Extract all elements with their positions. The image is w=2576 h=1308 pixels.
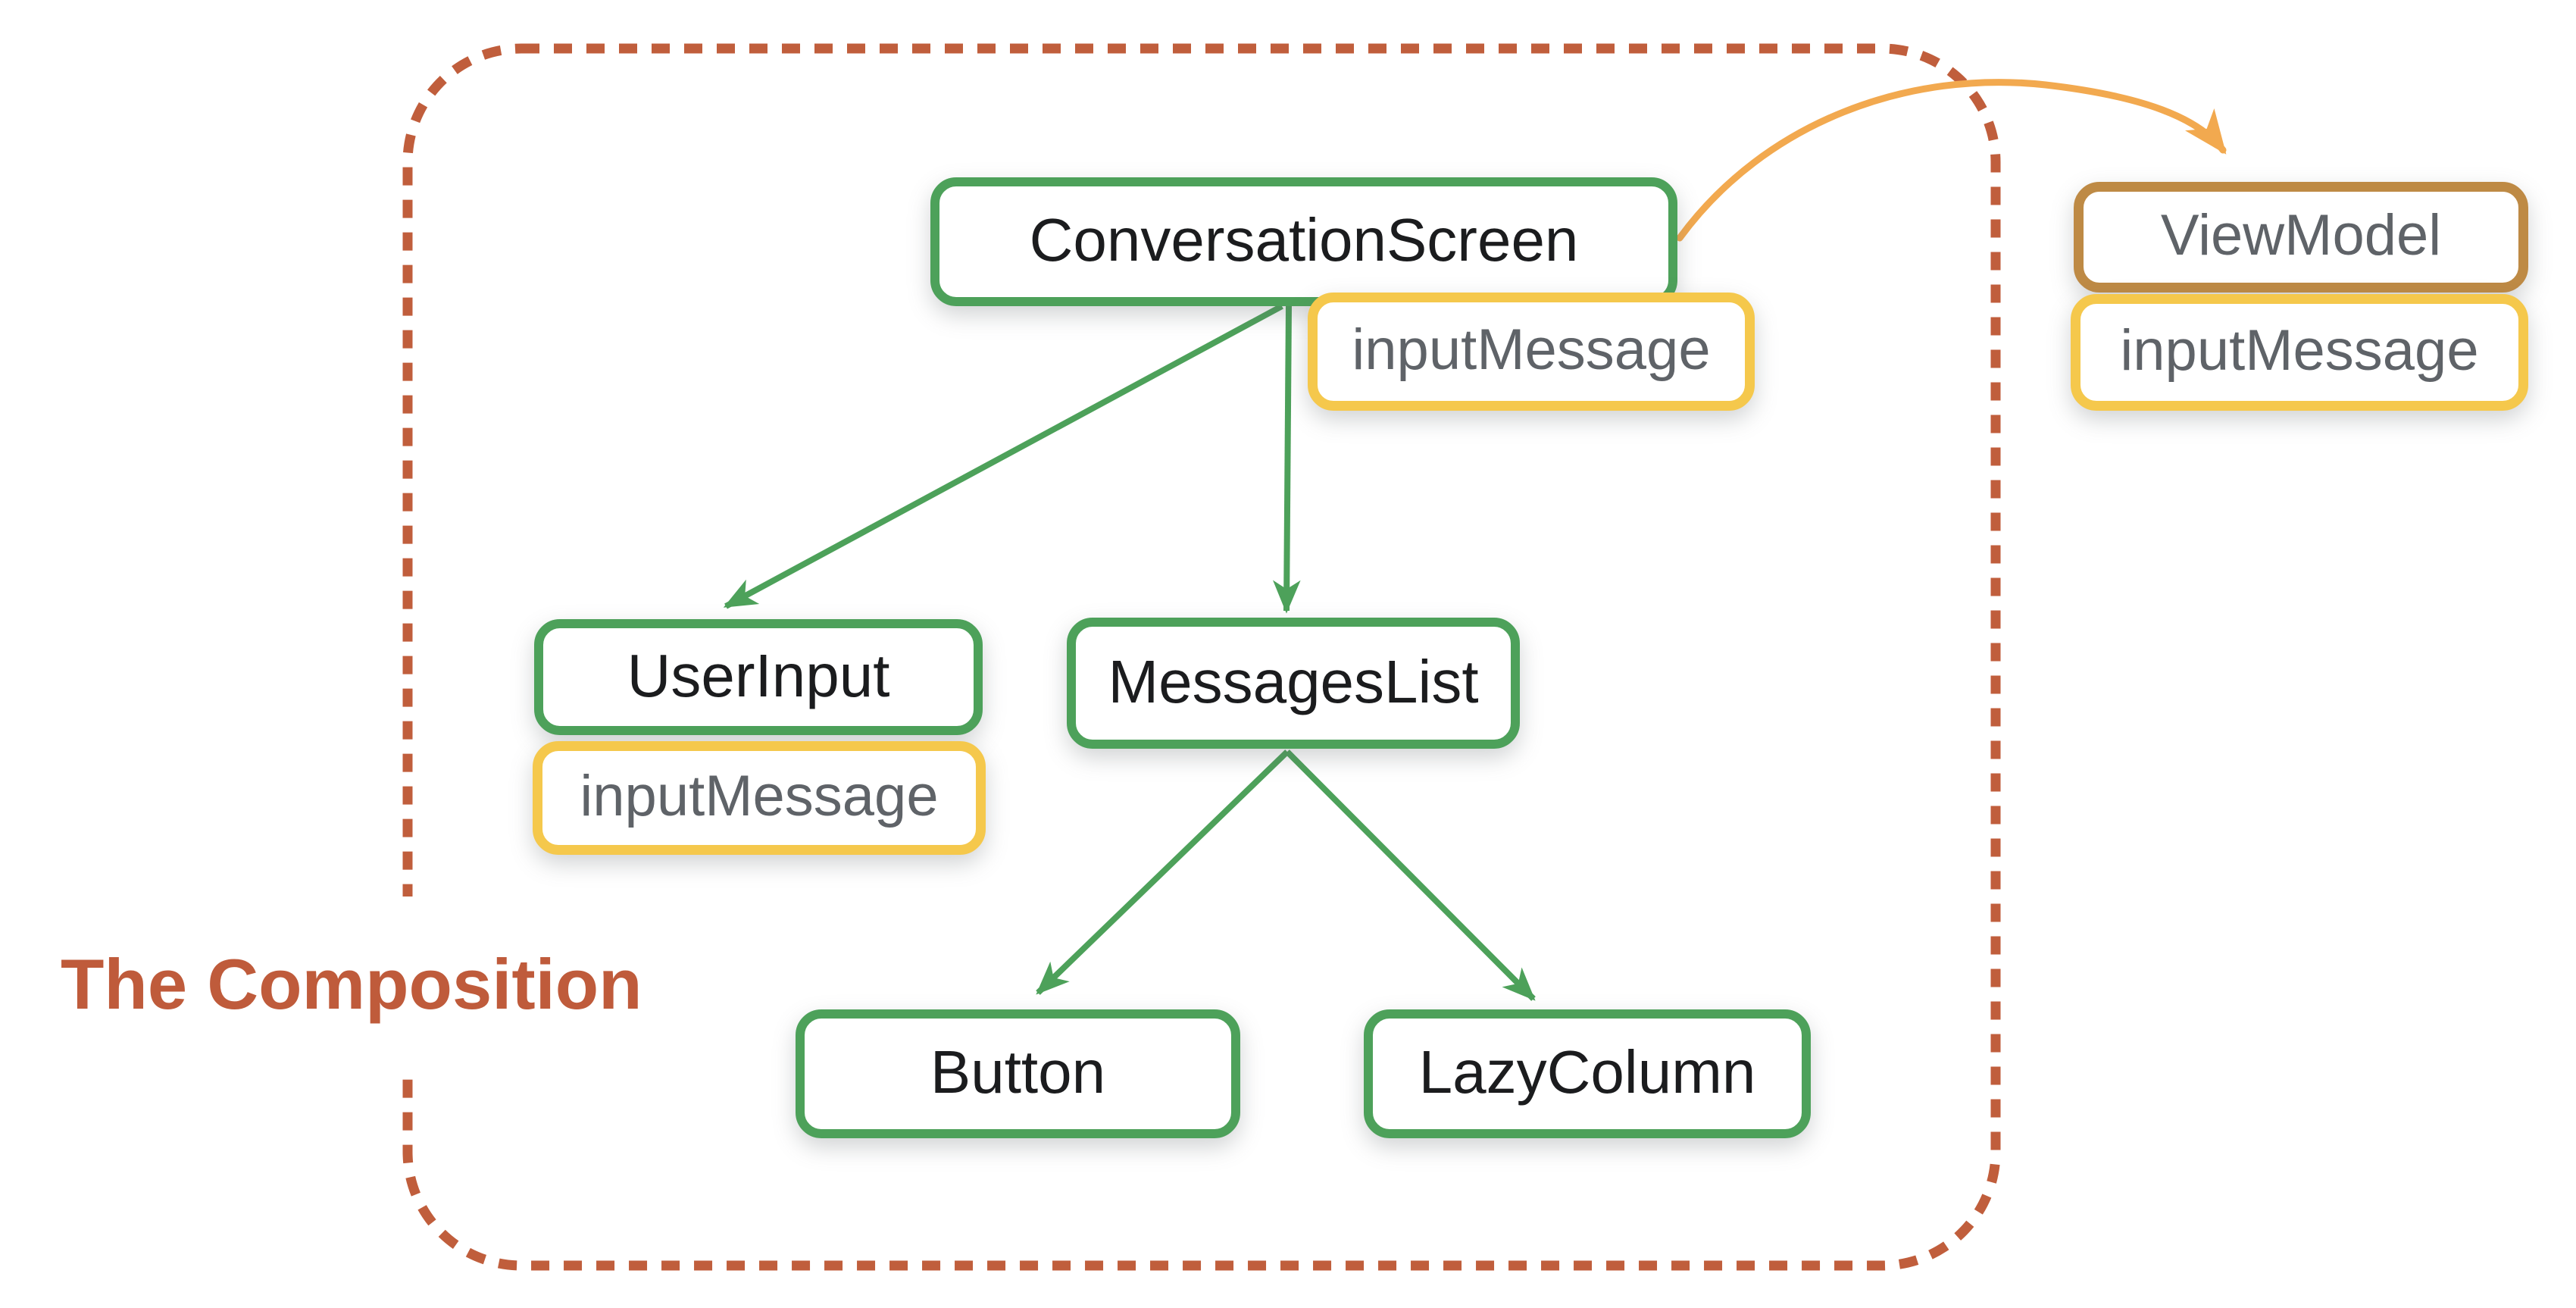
edge-conversationscreen-userinput [723, 303, 1283, 609]
edge-messageslist-lazycolumn [1285, 749, 1536, 1001]
node-conversation-screen-state: inputMessage [1308, 293, 1755, 411]
diagram-title: The Composition [61, 944, 642, 1024]
node-user-input: UserInput [534, 619, 983, 735]
node-messages-list-label: MessagesList [1108, 647, 1479, 715]
node-lazy-column: LazyColumn [1364, 1009, 1811, 1138]
node-view-model-state: inputMessage [2071, 294, 2528, 411]
boundary-gap-mask [388, 897, 427, 1078]
node-lazy-column-label: LazyColumn [1418, 1038, 1756, 1106]
node-messages-list: MessagesList [1067, 618, 1520, 749]
node-conversation-screen-label: ConversationScreen [1029, 206, 1579, 274]
edge-conversationscreen-viewmodel [1676, 79, 2227, 242]
node-view-model-state-label: inputMessage [2120, 318, 2479, 383]
node-button-label: Button [930, 1038, 1106, 1106]
node-conversation-screen: ConversationScreen [930, 177, 1677, 306]
edge-conversationscreen-messageslist [1272, 305, 1301, 614]
node-user-input-label: UserInput [627, 641, 890, 709]
node-user-input-state-label: inputMessage [580, 764, 939, 828]
node-view-model: ViewModel [2074, 182, 2528, 293]
edge-messageslist-button [1036, 749, 1290, 995]
node-conversation-screen-state-label: inputMessage [1352, 318, 1711, 382]
node-user-input-state: inputMessage [533, 741, 986, 855]
node-view-model-label: ViewModel [2160, 203, 2442, 268]
composition-boundary-dashed-border [402, 43, 2001, 1271]
node-button: Button [796, 1009, 1240, 1138]
